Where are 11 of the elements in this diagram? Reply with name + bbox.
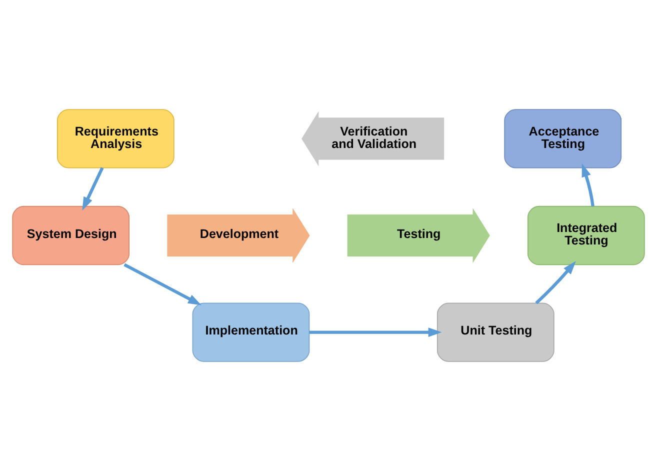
arrow: [124, 263, 202, 306]
arrow: [535, 261, 576, 304]
node-box: Implementation: [192, 302, 310, 362]
node-box: Requirements Analysis: [56, 109, 174, 168]
arrow: [582, 163, 594, 206]
arrow: [82, 167, 104, 211]
node-box: Integrated Testing: [527, 206, 645, 266]
node-box: System Design: [12, 206, 130, 266]
node-box: Unit Testing: [436, 302, 554, 362]
node-box: Acceptance Testing: [504, 109, 622, 168]
arrow: [309, 328, 442, 337]
